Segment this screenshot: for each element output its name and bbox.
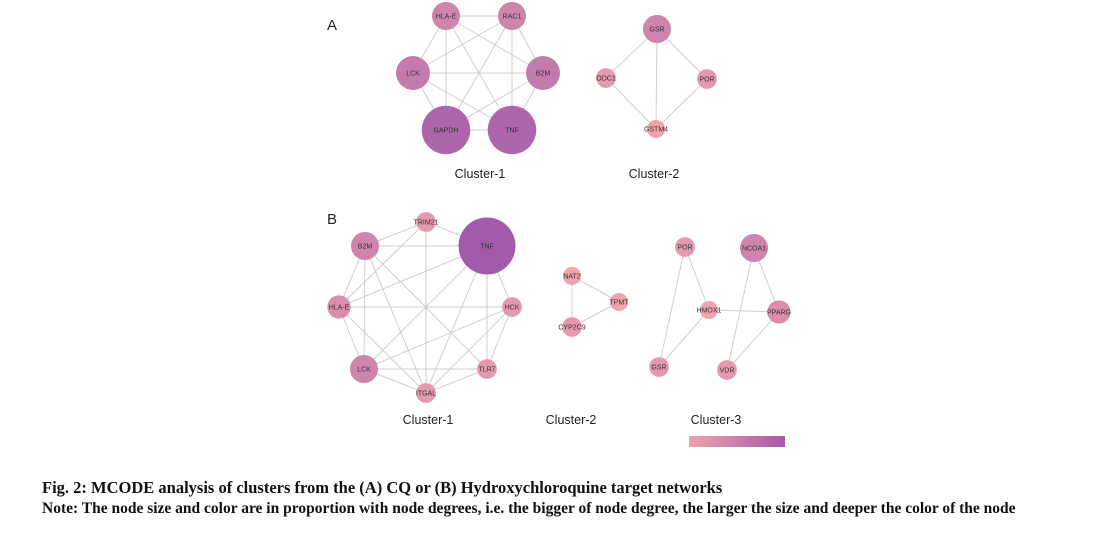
- node-label-lck: LCK: [357, 367, 371, 374]
- node-label-cyp2c9: CYP2C9: [558, 325, 585, 332]
- panel-letter-a: A: [327, 17, 337, 34]
- node-label-lck: LCK: [406, 71, 420, 78]
- edge-gsr-gstm4: [655, 28, 658, 130]
- node-label-rac1: RAC1: [503, 14, 522, 21]
- node-label-trim21: TRIM21: [414, 220, 439, 227]
- node-label-tnf: TNF: [480, 244, 494, 251]
- node-hla-e: [327, 295, 351, 319]
- node-label-hla-e: HLA-E: [329, 305, 350, 312]
- edge-por-hmox1: [684, 246, 710, 311]
- caption-title: Fig. 2: MCODE analysis of clusters from …: [42, 478, 723, 497]
- node-lck: [349, 354, 379, 384]
- edge-itgal-tlr7: [425, 368, 488, 394]
- edge-hla-e-b2m: [445, 15, 544, 74]
- figure-caption: Fig. 2: MCODE analysis of clusters from …: [42, 477, 1092, 519]
- node-label-por: POR: [677, 245, 692, 252]
- node-label-nat2: NAT2: [563, 274, 580, 281]
- node-hmox1: [700, 301, 718, 319]
- node-cyp2c9: [562, 317, 582, 337]
- node-trim21: [416, 212, 436, 232]
- edge-hmox1-pparg: [708, 309, 780, 313]
- caption-note: Note: The node size and color are in pro…: [42, 500, 1016, 517]
- edge-itgal-hck: [425, 306, 513, 394]
- node-label-hmox1: HMOX1: [697, 308, 722, 315]
- edge-odc1-gstm4: [605, 77, 657, 130]
- node-gsr: [649, 357, 669, 377]
- cluster-b3-label: Cluster-3: [691, 413, 742, 427]
- node-label-hck: HCK: [505, 305, 520, 312]
- node-rac1: [497, 1, 527, 31]
- node-tlr7: [477, 359, 497, 379]
- node-label-b2m: B2M: [358, 244, 373, 251]
- node-vdr: [717, 360, 737, 380]
- node-por: [697, 69, 717, 89]
- edge-por-gsr: [658, 246, 686, 368]
- node-lck: [396, 56, 430, 90]
- edge-ncoa1-vdr: [726, 247, 755, 371]
- node-label-itgal: ITGAL: [416, 391, 436, 398]
- cluster-b1-label: Cluster-1: [403, 413, 454, 427]
- edge-lck-hck: [363, 306, 513, 370]
- cluster-a2-label: Cluster-2: [629, 167, 680, 181]
- node-gsr: [642, 14, 672, 44]
- node-label-por: POR: [699, 77, 714, 84]
- edge-rac1-lck: [412, 15, 513, 74]
- node-label-gsr: GSR: [649, 27, 664, 34]
- node-label-hla-e: HLA-E: [436, 14, 457, 21]
- node-tnf: [458, 217, 516, 275]
- node-gstm4: [647, 120, 665, 138]
- edge-trim21-hla-e: [338, 221, 427, 308]
- panel-letter-b: B: [327, 211, 337, 228]
- edge-hck-tlr7: [486, 306, 513, 370]
- node-hla-e: [431, 1, 461, 31]
- node-hck: [502, 297, 522, 317]
- edge-hla-e-itgal: [338, 306, 427, 394]
- node-ncoa1: [739, 233, 769, 263]
- node-nat2: [563, 267, 581, 285]
- edge-hmox1-gsr: [658, 309, 710, 368]
- cluster-a2-network: GSR ODC1 POR GSTM4: [596, 14, 717, 138]
- node-tnf: [487, 105, 537, 155]
- node-label-ncoa1: NCOA1: [742, 246, 766, 253]
- edge-por-gstm4: [655, 78, 708, 130]
- node-b2m: [350, 231, 380, 261]
- node-itgal: [416, 383, 436, 403]
- node-label-tlr7: TLR7: [478, 367, 495, 374]
- node-tpmt: [610, 293, 628, 311]
- node-label-gapdh: GAPDH: [434, 128, 459, 135]
- degree-color-scale-bar: [689, 436, 785, 447]
- node-label-vdr: VDR: [720, 368, 735, 375]
- node-pparg: [767, 300, 791, 324]
- node-label-odc1: ODC1: [596, 76, 616, 83]
- node-label-gsr: GSR: [651, 365, 666, 372]
- node-por: [675, 237, 695, 257]
- node-label-pparg: PPARG: [767, 310, 791, 317]
- node-label-tnf: TNF: [505, 128, 519, 135]
- node-label-b2m: B2M: [536, 71, 551, 78]
- edge-pparg-vdr: [726, 311, 780, 371]
- node-label-gstm4: GSTM4: [644, 127, 668, 134]
- node-b2m: [526, 56, 560, 90]
- cluster-b2-label: Cluster-2: [546, 413, 597, 427]
- node-gapdh: [421, 105, 471, 155]
- node-label-tpmt: TPMT: [609, 300, 629, 307]
- node-odc1: [596, 68, 616, 88]
- cluster-a1-label: Cluster-1: [455, 167, 506, 181]
